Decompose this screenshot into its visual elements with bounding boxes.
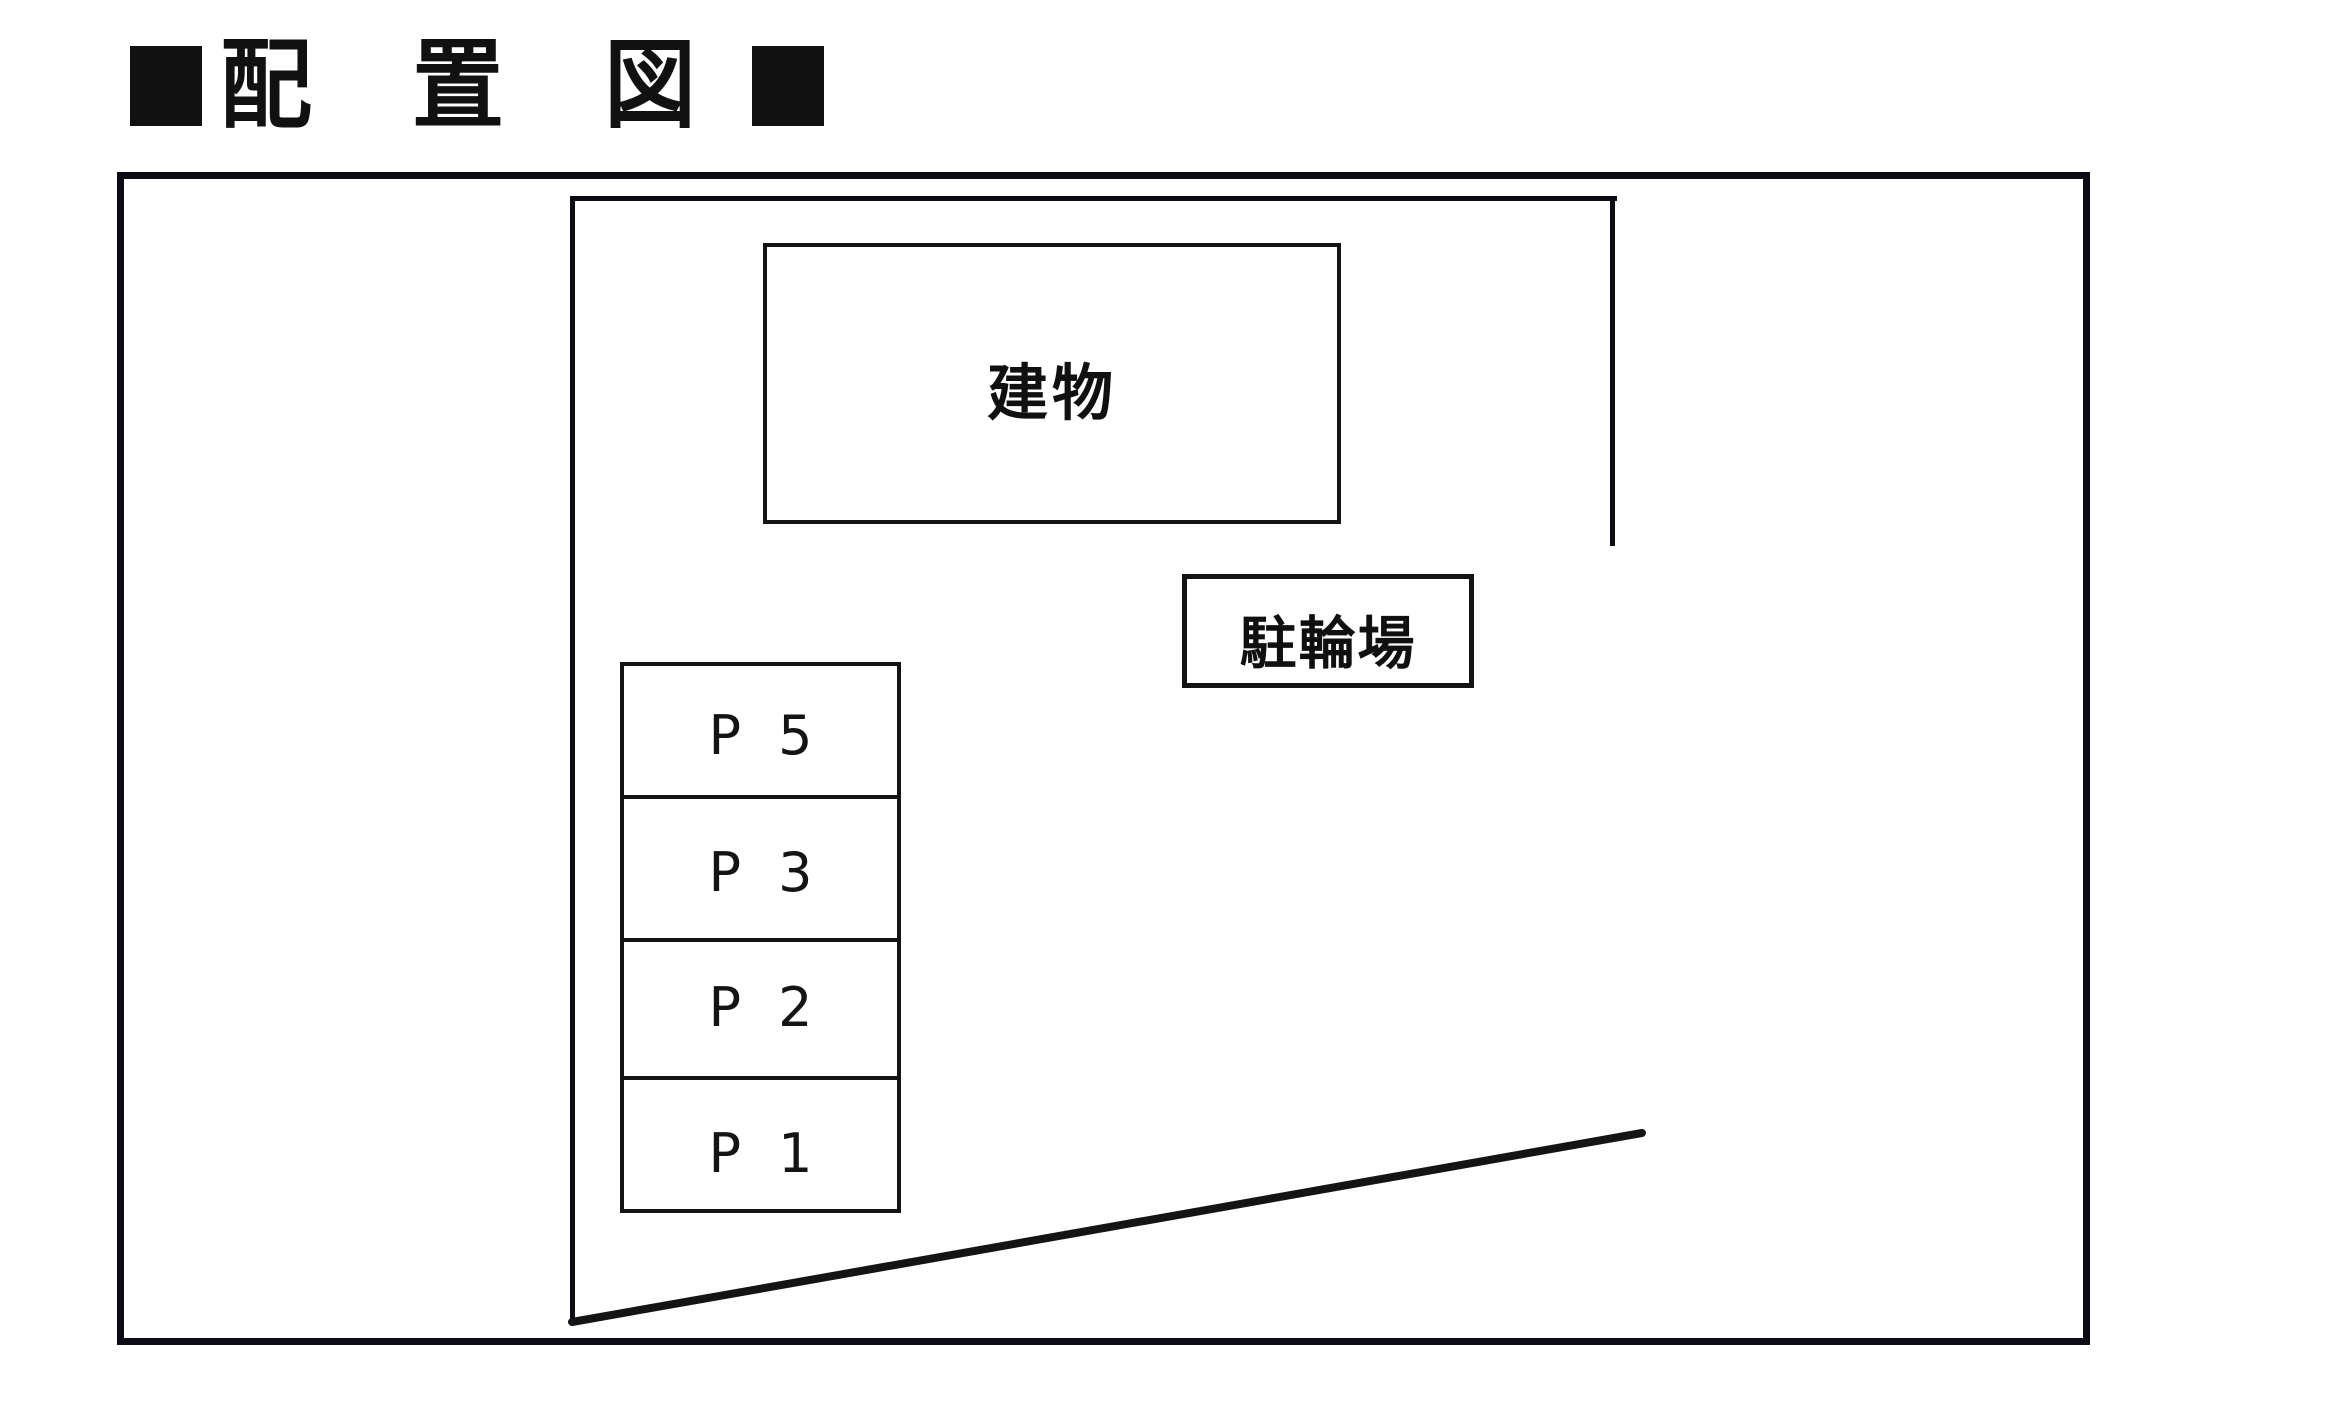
parking-stall-block: P 5 P 3 P 2 P 1 [620,662,901,1213]
bicycle-parking-label: 駐輪場 [1239,611,1417,677]
lot-boundary-left-edge [570,196,575,1322]
parking-stall: P 2 [624,942,897,1080]
bicycle-parking-block: 駐輪場 [1182,574,1474,688]
parking-stall: P 3 [624,799,897,942]
building-label: 建物 [986,358,1117,429]
page-title: 配 置 図 [130,26,825,146]
parking-stall: P 1 [624,1080,897,1217]
lot-boundary-right-edge [1610,196,1615,546]
page-title-text: 配 置 図 [220,28,731,143]
title-square-right-icon [752,46,825,126]
parking-stall-label: P 5 [708,704,823,767]
parking-stall-label: P 1 [708,1122,823,1185]
building-block: 建物 [763,243,1341,524]
parking-stall: P 5 [624,666,897,799]
parking-stall-label: P 2 [708,976,823,1039]
title-square-left-icon [130,46,202,126]
parking-stall-label: P 3 [708,841,823,904]
lot-boundary-top-edge [570,196,1617,201]
